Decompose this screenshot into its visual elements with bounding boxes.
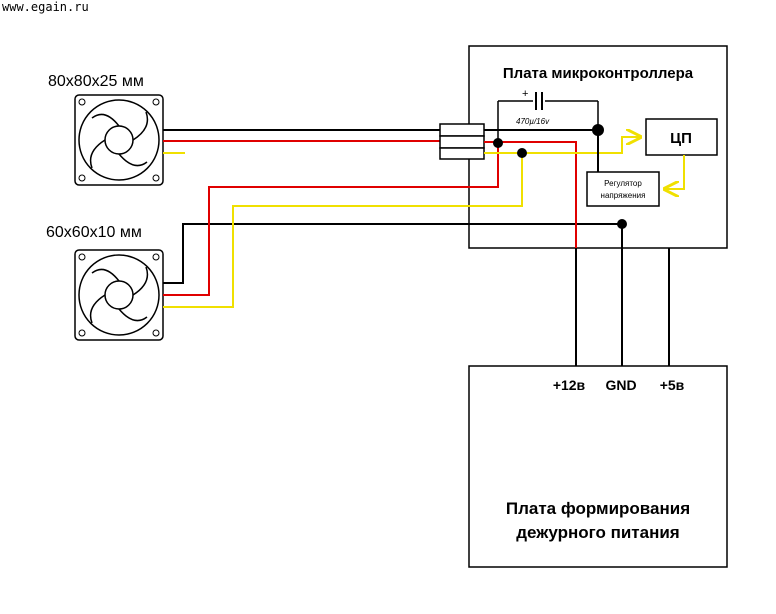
wires-fan1 [163, 129, 440, 154]
regulator-line2: напряжения [601, 191, 646, 200]
fan1-label: 80x80x25 мм [48, 73, 144, 90]
pin-5v-label: +5в [660, 377, 685, 393]
regulator-line1: Регулятор [604, 179, 642, 188]
capacitor-label: 470µ/16v [516, 117, 550, 126]
cpu-label: ЦП [670, 130, 692, 147]
fan2-label: 60x60x10 мм [46, 224, 142, 241]
fan1-icon [74, 94, 164, 186]
regulator-box [586, 171, 660, 207]
pin-gnd-label: GND [605, 377, 636, 393]
pin-12v-label: +12в [553, 377, 586, 393]
power-board-title-line1: Плата формирования [506, 499, 690, 518]
junction-dots [493, 124, 627, 229]
mcu-board-title: Плата микроконтроллера [503, 65, 694, 82]
power-board [468, 365, 728, 568]
power-board-title-line2: дежурного питания [516, 523, 679, 542]
watermark: www.egain.ru [2, 0, 89, 14]
wires-board [484, 129, 685, 366]
cpu-box [645, 118, 718, 156]
fan2-icon [74, 249, 164, 341]
fan-connector [439, 123, 485, 160]
wires-fan2 [163, 143, 622, 308]
capacitor-plus: + [522, 88, 528, 100]
